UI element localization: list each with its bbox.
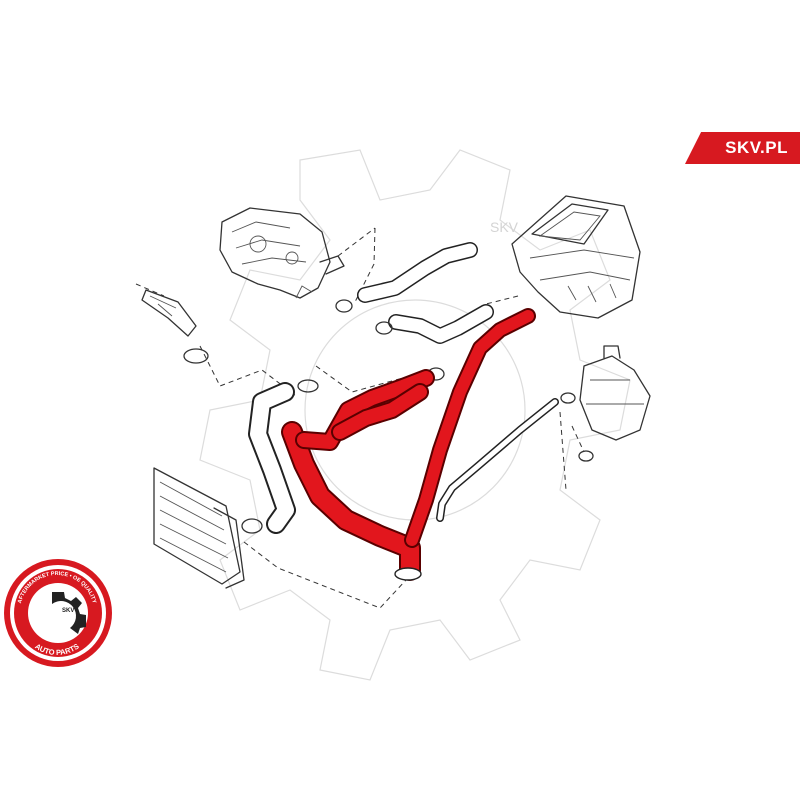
quality-badge: AFTERMARKET PRICE • OE QUALITY AUTO PART… [4,559,112,667]
watermark-label: SKV [490,219,519,235]
brand-tab: SKV.PL [685,132,800,164]
badge-center-label: SKV [62,608,74,614]
expansion-tank [579,345,651,441]
leader-lines [135,227,585,609]
highlighted-hose-part [281,308,536,581]
radiator [153,467,245,589]
white-hoses [248,242,559,534]
hose-clamps [183,299,594,534]
brand-label: SKV.PL [725,138,788,157]
heater-box [511,195,641,319]
pipe-stub [141,289,197,337]
engine-block [219,207,345,299]
badge-gear-icon [52,592,86,634]
